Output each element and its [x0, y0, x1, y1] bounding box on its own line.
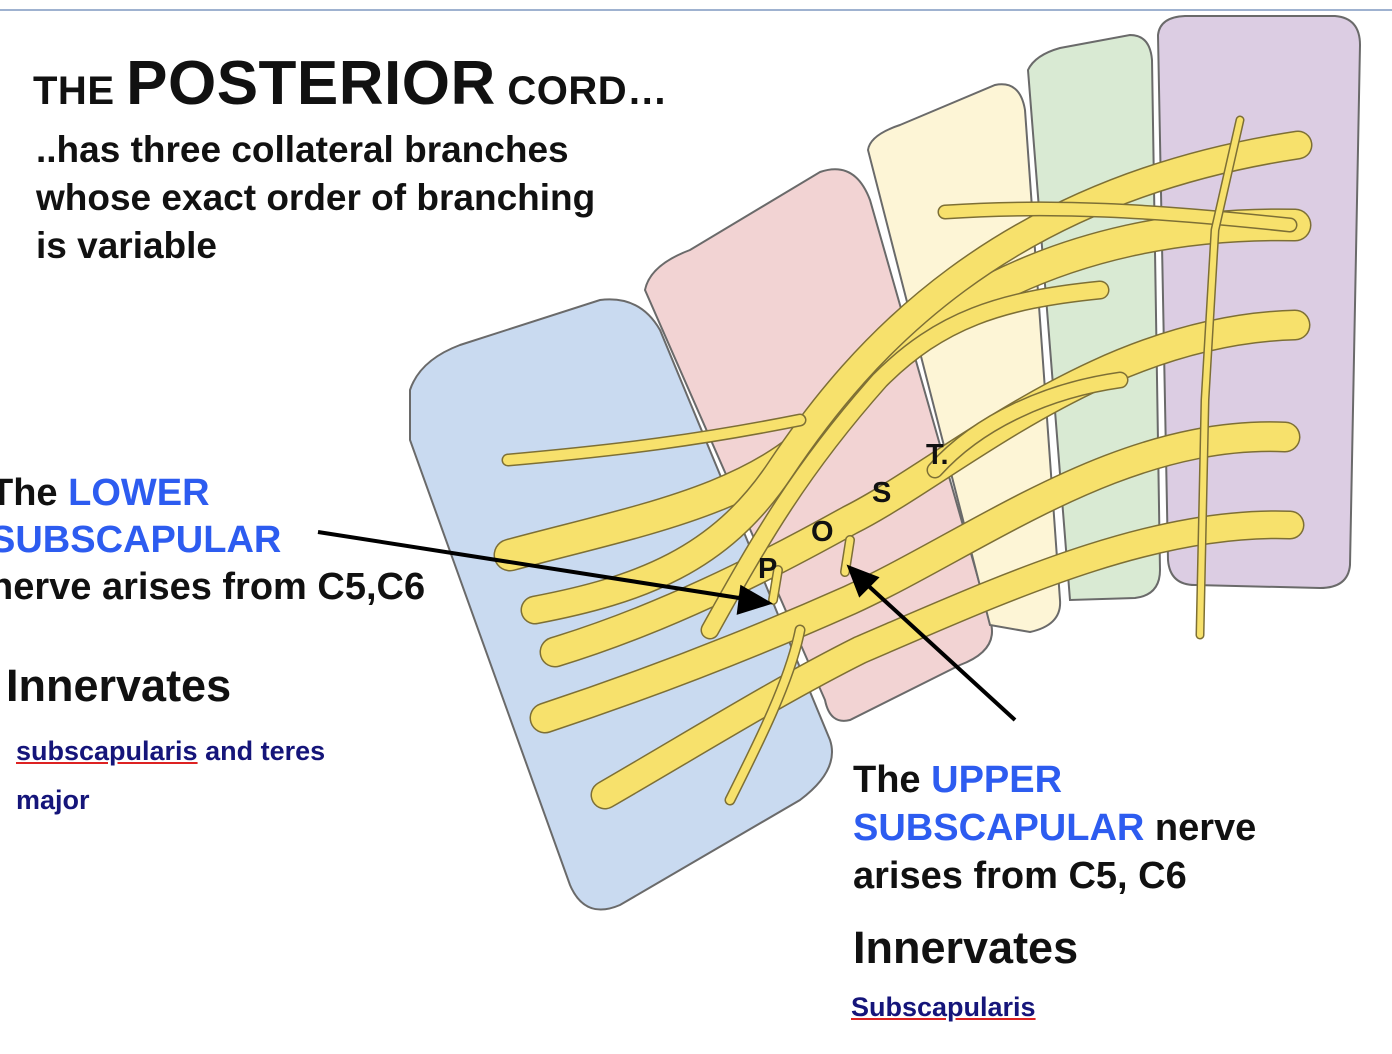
nerve-4 [531, 422, 1299, 732]
subscapularis-link[interactable]: subscapularis [16, 736, 198, 766]
nerve-5 [592, 511, 1303, 808]
lower-innervates-line-1: subscapularis and teres [16, 736, 326, 766]
nerve-6 [503, 415, 805, 465]
lower-arrowhead [736, 584, 773, 615]
upper-arrowhead [846, 564, 880, 598]
lower-innervates-line-2: major [16, 785, 90, 815]
upper-subscapular-text: The UPPER SUBSCAPULAR nerve arises from … [853, 759, 1257, 897]
page-title: THE POSTERIOR CORD… [33, 49, 668, 118]
nerve-13 [928, 373, 1127, 477]
nerve-11 [841, 536, 854, 576]
region-3 [866, 83, 1062, 634]
nerve-12 [769, 566, 782, 604]
lower-arrow [317, 530, 753, 602]
label-t: T. [926, 439, 949, 471]
lower-innervates-heading: Innervates [6, 660, 232, 711]
upper-subscapularis-link[interactable]: Subscapularis [851, 992, 1036, 1022]
slide-top-rule [0, 9, 1392, 11]
label-s: S [872, 477, 892, 509]
subtitle: ..has three collateral branches whose ex… [36, 129, 596, 266]
nerve-10 [1197, 117, 1243, 638]
nerve-3 [541, 311, 1309, 666]
nerve-8 [726, 626, 804, 804]
nerve-9 [702, 282, 1108, 638]
label-p: P [758, 553, 778, 585]
upper-innervates-heading: Innervates [853, 922, 1079, 973]
region-5 [1156, 15, 1362, 590]
label-o: O [811, 516, 834, 548]
region-1 [409, 298, 833, 911]
upper-arrow [860, 578, 1017, 722]
lower-subscapular-text: The LOWER SUBSCAPULAR nerve arises from … [0, 472, 426, 608]
nerve-7 [939, 202, 1296, 231]
